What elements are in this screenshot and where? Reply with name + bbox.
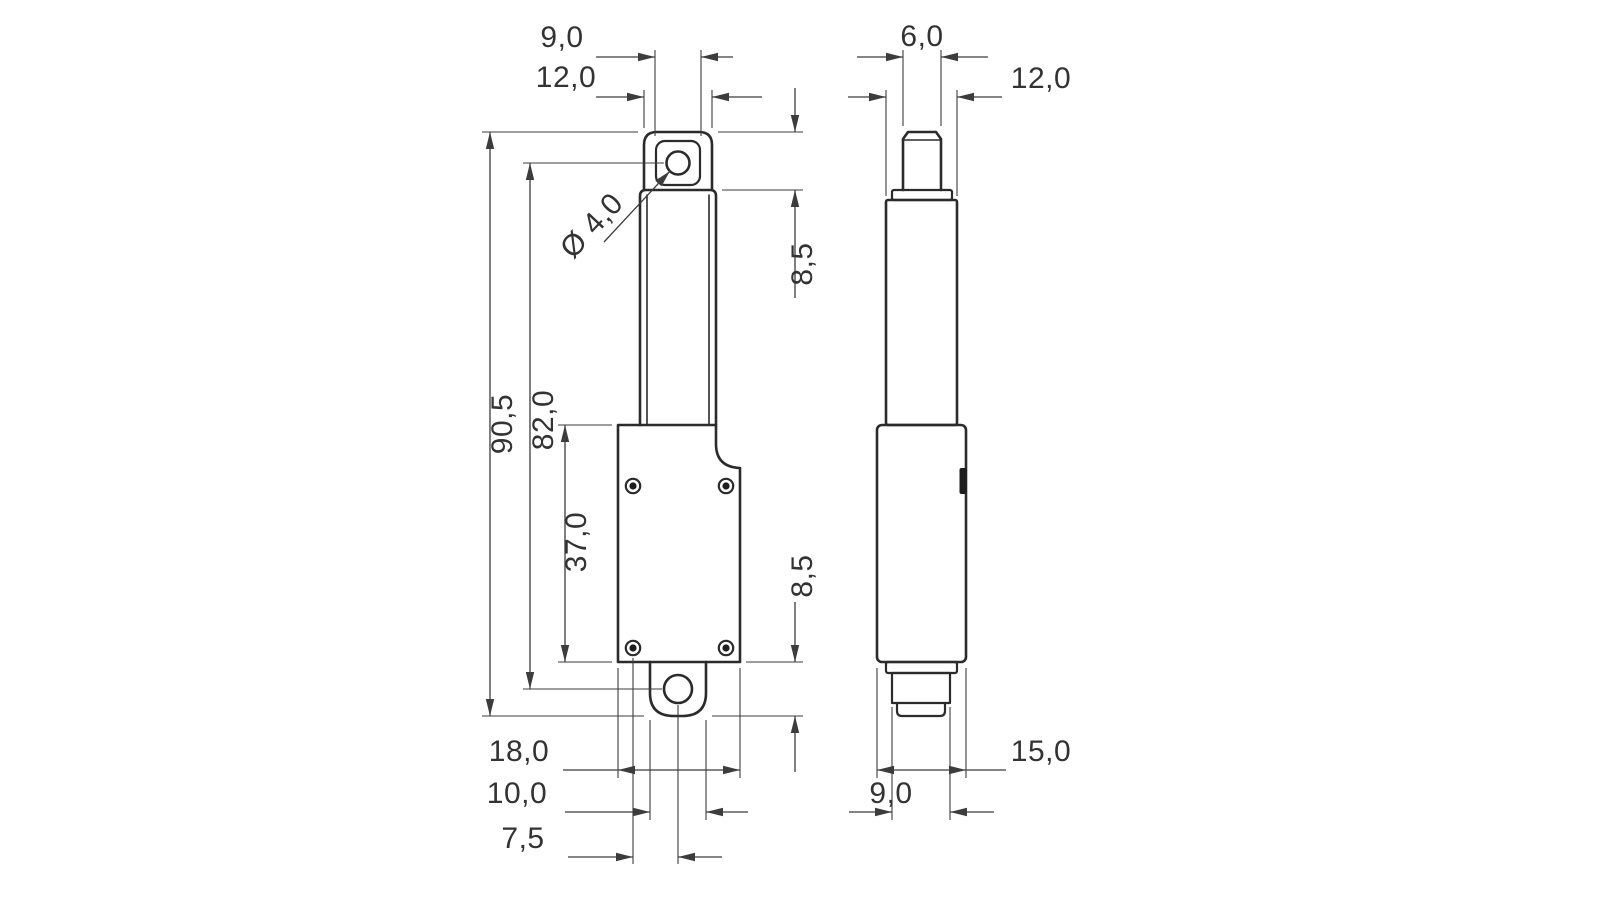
screw-center (722, 644, 730, 652)
dim-label-mount-height: 8,5 (786, 554, 819, 597)
screw-top-left (624, 477, 642, 495)
screw-center (722, 482, 730, 490)
screw-ring (717, 477, 735, 495)
tube-outline (638, 188, 718, 427)
dim-mount-width: 10,0 (487, 720, 748, 820)
side-bottom-collar (884, 660, 959, 675)
screw-center (629, 644, 637, 652)
side-bottom-block (890, 671, 952, 705)
mount-hole (662, 673, 694, 705)
dim-clevis-width: 12,0 (536, 61, 762, 128)
dim-label-hole-spacing: 82,0 (527, 390, 560, 450)
dim-mount-depth: 9,0 (849, 707, 994, 820)
dim-label-hole-offset: 7,5 (501, 822, 544, 855)
dim-label-clevis-height: 8,5 (786, 242, 819, 285)
body-outline (616, 423, 742, 664)
dim-label-tube-width: 12,0 (1011, 62, 1071, 95)
side-body (875, 423, 968, 664)
screw-ring (624, 639, 642, 657)
dim-body-depth: 15,0 (876, 668, 1071, 778)
rod-collar (890, 188, 954, 202)
dim-label-rod-width: 6,0 (900, 20, 943, 53)
dim-mount-height: 8,5 (712, 554, 819, 772)
screw-top-right (717, 477, 735, 495)
dim-pin-width: 9,0 (540, 21, 733, 136)
dim-label-body-width: 18,0 (489, 735, 549, 768)
dim-label-body-depth: 15,0 (1011, 735, 1071, 768)
front-view (616, 130, 742, 718)
clevis-pin-hole (665, 150, 691, 176)
dim-label-mount-width: 10,0 (487, 777, 547, 810)
screw-ring (717, 639, 735, 657)
clevis-outline (642, 130, 714, 192)
screw-center (629, 482, 637, 490)
screw-ring (624, 477, 642, 495)
side-tube (884, 198, 959, 427)
dim-clevis-height: 8,5 (718, 88, 819, 298)
dim-label-clevis-width: 12,0 (536, 61, 596, 94)
dim-label-mount-depth: 9,0 (869, 777, 912, 810)
dim-body-length: 37,0 (558, 424, 612, 663)
dim-label-body-length: 37,0 (560, 512, 593, 572)
dim-hole-offset: 7,5 (501, 658, 722, 864)
side-bottom-inset (895, 701, 947, 718)
dim-label-overall-length: 90,5 (486, 394, 519, 454)
side-connector-nub (959, 468, 967, 494)
dim-overall-length: 90,5 (482, 131, 644, 717)
dim-label-pin-width: 9,0 (540, 21, 583, 54)
dim-rod-width: 6,0 (857, 20, 988, 126)
screw-bottom-left (624, 639, 642, 657)
screw-bottom-right (717, 639, 735, 657)
side-view (875, 130, 968, 718)
dim-hole-spacing: 82,0 (523, 162, 664, 690)
dim-hole-diameter: Ø 4,0 (554, 170, 671, 265)
dim-body-width: 18,0 (489, 668, 741, 778)
leader-line (603, 170, 671, 243)
dim-tube-width: 12,0 (848, 62, 1071, 196)
rod-tip-outline (901, 130, 943, 192)
